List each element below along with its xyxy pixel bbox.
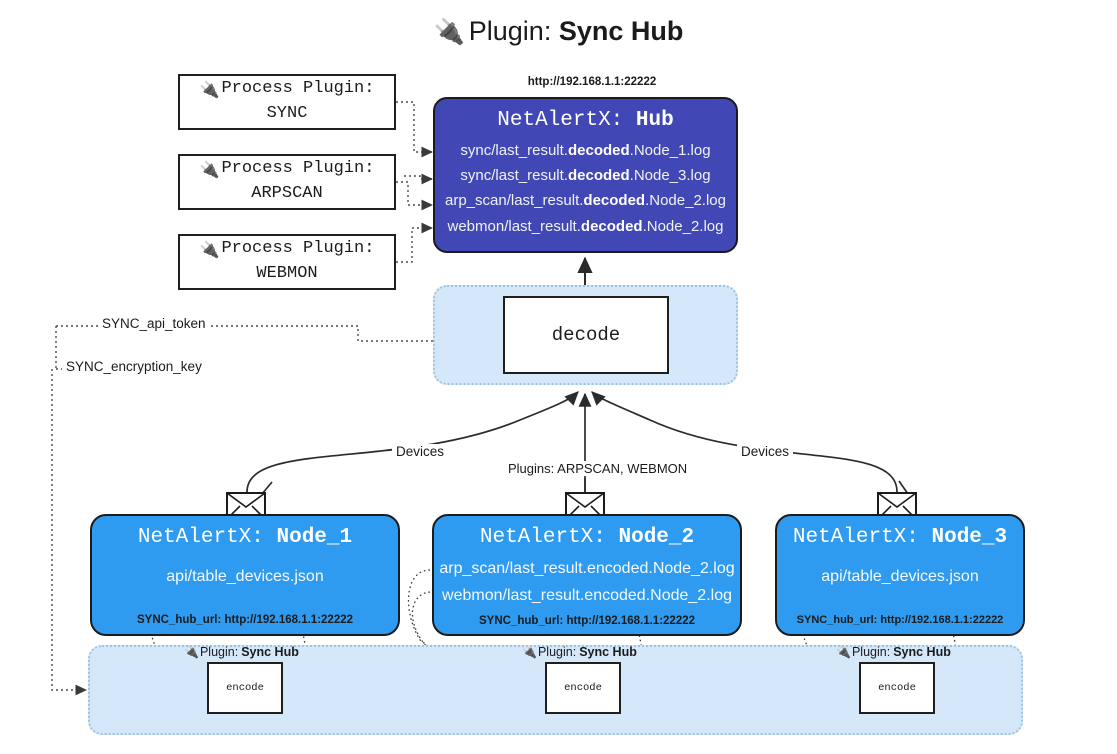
- node-line: api/table_devices.json: [166, 568, 324, 585]
- node-2[interactable]: NetAlertX: Node_2 arp_scan/last_result.e…: [432, 514, 742, 636]
- node-title: NetAlertX: Node_2: [479, 526, 695, 549]
- sync-encryption-key-label: SYNC_encryption_key: [62, 359, 206, 374]
- hub-log-line: sync/last_result.decoded.Node_1.log: [460, 142, 711, 159]
- node-footer: SYNC_hub_url: http://192.168.1.1:22222: [136, 614, 354, 627]
- node-line: arp_scan/last_result.encoded.Node_2.log: [439, 560, 735, 577]
- title-name: Sync Hub: [558, 16, 684, 46]
- plug-icon: 🔌: [433, 18, 465, 46]
- node-footer: SYNC_hub_url: http://192.168.1.1:22222: [796, 614, 1004, 627]
- process-plugin-label: Process Plugin:: [221, 239, 375, 259]
- hub-log-line: arp_scan/last_result.decoded.Node_2.log: [445, 192, 726, 210]
- plug-icon: 🔌: [199, 80, 220, 100]
- plugins-label-center: Plugins: ARPSCAN, WEBMON: [504, 461, 692, 476]
- node-3[interactable]: NetAlertX: Node_3 api/table_devices.json…: [775, 514, 1025, 636]
- sync-hub-plugin-label-1: 🔌Plugin:Sync Hub: [184, 645, 299, 659]
- title-prefix: Plugin:: [468, 16, 552, 46]
- page-title: 🔌Plugin: Sync Hub: [0, 16, 1117, 47]
- node-line: webmon/last_result.encoded.Node_2.log: [442, 587, 732, 605]
- process-plugin-webmon[interactable]: 🔌Process Plugin: WEBMON: [178, 234, 396, 290]
- process-plugin-name: ARPSCAN: [251, 184, 323, 203]
- node-line: api/table_devices.json: [821, 568, 979, 585]
- plug-icon: 🔌: [522, 645, 537, 659]
- process-plugin-label: Process Plugin:: [221, 159, 375, 179]
- plug-icon: 🔌: [199, 160, 220, 180]
- hub-title-name: Hub: [635, 109, 674, 132]
- plug-icon: 🔌: [836, 645, 851, 659]
- sync-hub-plugin-label-3: 🔌Plugin:Sync Hub: [836, 645, 951, 659]
- plug-icon: 🔌: [184, 645, 199, 659]
- hub-node[interactable]: NetAlertX: Hub sync/last_result.decoded.…: [433, 97, 738, 253]
- hub-title: NetAlertX: Hub: [435, 109, 736, 132]
- node-footer: SYNC_hub_url: http://192.168.1.1:22222: [478, 615, 696, 628]
- hub-url-label: http://192.168.1.1:22222: [527, 76, 657, 88]
- node-title: NetAlertX: Node_1: [137, 526, 353, 549]
- encode-box-2[interactable]: encode: [545, 662, 621, 714]
- sync-api-token-label: SYNC_api_token: [98, 316, 210, 331]
- devices-label-right: Devices: [737, 444, 794, 459]
- hub-title-prefix: NetAlertX:: [497, 109, 624, 132]
- encode-box-1[interactable]: encode: [207, 662, 283, 714]
- plug-icon: 🔌: [199, 240, 220, 260]
- process-plugin-label: Process Plugin:: [221, 79, 375, 99]
- node-title: NetAlertX: Node_3: [792, 526, 1008, 549]
- hub-log-line: webmon/last_result.decoded.Node_2.log: [447, 217, 724, 235]
- devices-label-left: Devices: [392, 444, 449, 459]
- sync-hub-plugin-label-2: 🔌Plugin:Sync Hub: [522, 645, 637, 659]
- process-plugin-sync[interactable]: 🔌Process Plugin: SYNC: [178, 74, 396, 130]
- node-1[interactable]: NetAlertX: Node_1 api/table_devices.json…: [90, 514, 400, 636]
- process-plugin-arpscan[interactable]: 🔌Process Plugin: ARPSCAN: [178, 154, 396, 210]
- hub-log-line: sync/last_result.decoded.Node_3.log: [460, 167, 711, 185]
- decode-box[interactable]: decode: [503, 296, 669, 374]
- process-plugin-name: WEBMON: [256, 264, 318, 283]
- encode-box-3[interactable]: encode: [859, 662, 935, 714]
- process-plugin-name: SYNC: [266, 104, 308, 123]
